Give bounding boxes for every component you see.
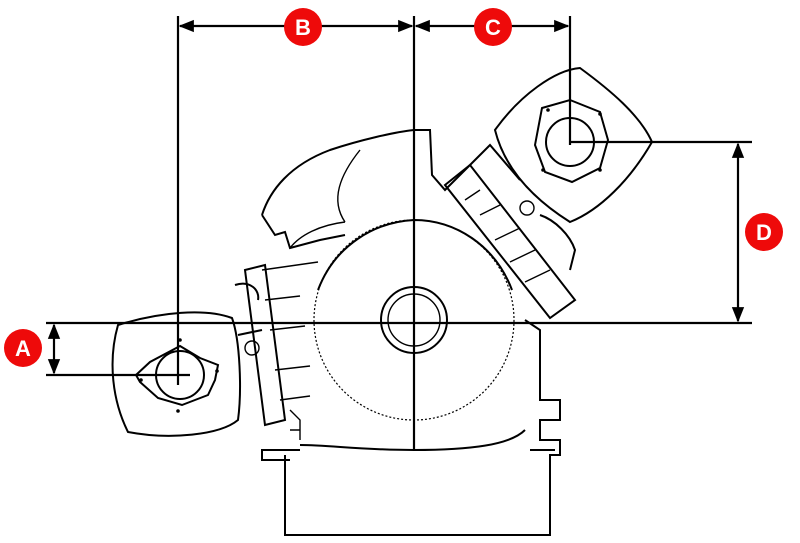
dimension-lines [46,16,752,450]
dimension-label-c: C [474,8,512,46]
label-b-text: B [295,15,311,40]
label-d-text: D [756,220,772,245]
dimension-label-d: D [745,213,783,251]
label-c-text: C [485,15,501,40]
label-b-badge [284,8,322,46]
label-d-badge [745,213,783,251]
label-c-badge [474,8,512,46]
label-a-text: A [15,336,31,361]
dimension-label-a: A [4,329,42,367]
dimension-label-b: B [284,8,322,46]
label-a-badge [4,329,42,367]
